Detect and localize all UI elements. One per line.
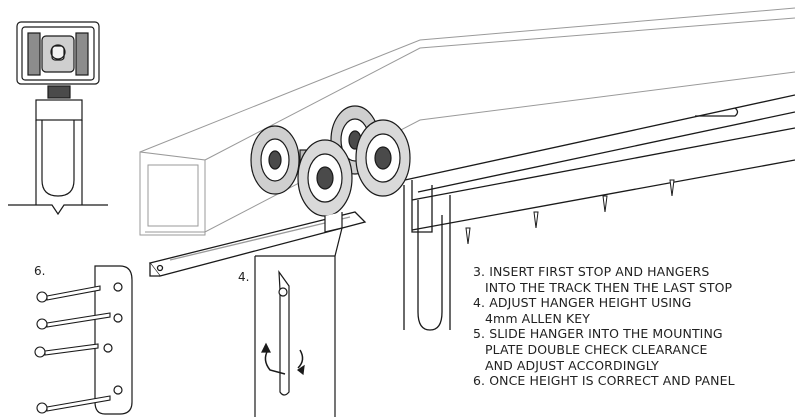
- hanger-bar: [148, 211, 367, 277]
- inset-cross-section: [8, 21, 108, 216]
- mounting-rail: [403, 94, 795, 331]
- instruction-line: 4. ADJUST HANGER HEIGHT USING: [473, 295, 692, 311]
- instructions-list: 3. INSERT FIRST STOP AND HANGERS INTO TH…: [473, 264, 795, 417]
- instruction-line: PLATE DOUBLE CHECK CLEARANCE: [485, 341, 708, 357]
- instruction-line: 4mm ALLEN KEY: [485, 310, 591, 326]
- mounting-screws: [34, 285, 111, 414]
- track-profile-back: [139, 7, 795, 236]
- instruction-line: INTO THE TRACK THEN THE LAST STOP: [485, 279, 733, 295]
- allen-key-callout: [254, 227, 343, 417]
- instruction-line: AND ADJUST ACCORDINGLY: [485, 357, 659, 373]
- hanger-wheels: [250, 105, 411, 233]
- screws-step-label: 6.: [34, 264, 45, 278]
- instruction-line: 5. SLIDE HANGER INTO THE MOUNTING: [473, 326, 723, 342]
- instruction-line: 3. INSERT FIRST STOP AND HANGERS: [473, 264, 710, 279]
- rail-screws: [465, 179, 675, 245]
- instruction-line: 6. ONCE HEIGHT IS CORRECT AND PANEL: [473, 373, 735, 389]
- allen-key-step-label: 4.: [238, 270, 249, 284]
- mounting-plate: [94, 265, 133, 415]
